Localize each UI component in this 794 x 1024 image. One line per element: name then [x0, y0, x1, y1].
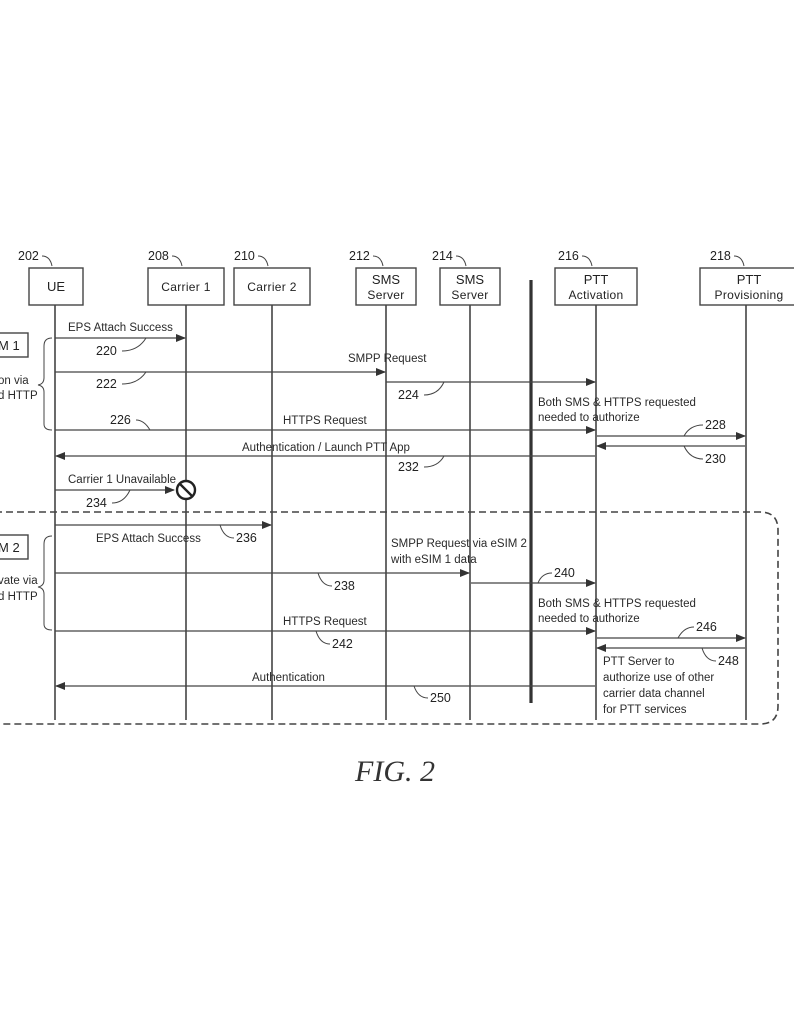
- ref-202-leader: [41, 255, 53, 267]
- ref-214-leader: [455, 255, 467, 267]
- msg-236-label: EPS Attach Success: [96, 533, 201, 545]
- section-2-label: M 2: [0, 540, 20, 555]
- section-1-brace: [37, 337, 53, 431]
- ref-222: 222: [96, 377, 117, 391]
- svg-text:Carrier 2: Carrier 2: [247, 280, 296, 294]
- ref-234-leader: [111, 489, 131, 504]
- msg-238-label-line1: SMPP Request via eSIM 2: [391, 538, 527, 550]
- ref-212: 212: [349, 249, 370, 263]
- svg-text:Activation: Activation: [568, 288, 623, 302]
- entity-carrier-1: Carrier 1: [147, 267, 225, 306]
- ref-224-leader: [423, 381, 445, 396]
- ref-224: 224: [398, 388, 419, 402]
- ref-240: 240: [554, 566, 575, 580]
- msg-250-label: Authentication: [252, 672, 325, 684]
- section-2-desc-line2: d HTTP: [0, 591, 38, 603]
- section-1-box: [0, 332, 29, 358]
- ref-214: 214: [432, 249, 453, 263]
- note-3-line2: authorize use of other: [603, 672, 714, 684]
- note-3-line3: carrier data channel: [603, 688, 705, 700]
- entity-sms-server-1: SMS Server: [355, 267, 417, 306]
- figure-title: FIG. 2: [354, 755, 435, 788]
- ref-226-leader: [135, 419, 151, 431]
- ref-208: 208: [148, 249, 169, 263]
- ref-220: 220: [96, 344, 117, 358]
- section-1-desc-line1: on via: [0, 375, 29, 387]
- ref-212-leader: [372, 255, 384, 267]
- msg-220-label: EPS Attach Success: [68, 322, 173, 334]
- ref-234: 234: [86, 496, 107, 510]
- section-2-box: [0, 534, 29, 560]
- ref-210-leader: [257, 255, 269, 267]
- section-2-desc-line1: vate via: [0, 575, 38, 587]
- entity-ptt-provisioning: PTT Provisioning: [699, 267, 794, 306]
- scenario-2-frame: [0, 511, 779, 725]
- entity-ue: UE: [28, 267, 84, 306]
- ref-226: 226: [110, 413, 131, 427]
- svg-text:UE: UE: [47, 279, 65, 294]
- ref-220-leader: [121, 337, 147, 352]
- entity-sms-server-2: SMS Server: [439, 267, 501, 306]
- ref-228-leader: [683, 424, 704, 437]
- msg-238-label-line2: with eSIM 1 data: [390, 554, 477, 566]
- ref-208-leader: [171, 255, 183, 267]
- ref-240-leader: [537, 572, 553, 584]
- ref-218-leader: [733, 255, 745, 267]
- ref-228: 228: [705, 418, 726, 432]
- ref-218: 218: [710, 249, 731, 263]
- svg-text:Server: Server: [367, 288, 404, 302]
- ref-222-leader: [121, 371, 147, 385]
- section-1-desc-line2: d HTTP: [0, 390, 38, 402]
- ref-250: 250: [430, 691, 451, 705]
- prohibited-icon: [175, 479, 197, 501]
- entity-ptt-activation: PTT Activation: [554, 267, 638, 306]
- msg-234-label: Carrier 1 Unavailable: [68, 474, 176, 486]
- note-1-line2: needed to authorize: [538, 412, 640, 424]
- ref-246-leader: [677, 626, 695, 639]
- ref-236: 236: [236, 531, 257, 545]
- msg-242-label: HTTPS Request: [283, 616, 368, 628]
- note-1-line1: Both SMS & HTTPS requested: [538, 397, 696, 409]
- ref-250-leader: [413, 685, 429, 699]
- ref-210: 210: [234, 249, 255, 263]
- msg-222-label: SMPP Request: [348, 353, 427, 365]
- svg-text:PTT: PTT: [737, 272, 762, 287]
- svg-text:Server: Server: [451, 288, 488, 302]
- svg-text:Carrier 1: Carrier 1: [161, 280, 210, 294]
- ref-248-leader: [701, 647, 717, 662]
- ref-242-leader: [315, 630, 331, 645]
- note-3-line4: for PTT services: [603, 704, 687, 716]
- svg-text:SMS: SMS: [372, 272, 401, 287]
- msg-226-label: HTTPS Request: [283, 415, 368, 427]
- note-2-line1: Both SMS & HTTPS requested: [538, 598, 696, 610]
- ref-230: 230: [705, 452, 726, 466]
- ref-230-leader: [683, 445, 704, 460]
- ref-248: 248: [718, 654, 739, 668]
- section-1-label: M 1: [0, 338, 20, 353]
- svg-text:PTT: PTT: [584, 272, 609, 287]
- note-3-line1: PTT Server to: [603, 656, 674, 668]
- ref-216: 216: [558, 249, 579, 263]
- ref-246: 246: [696, 620, 717, 634]
- entity-carrier-2: Carrier 2: [233, 267, 311, 306]
- svg-text:Provisioning: Provisioning: [715, 288, 784, 302]
- ref-232-leader: [423, 455, 445, 468]
- ref-242: 242: [332, 637, 353, 651]
- note-2-line2: needed to authorize: [538, 613, 640, 625]
- ref-216-leader: [581, 255, 593, 267]
- ref-238-leader: [317, 572, 333, 587]
- ref-202: 202: [18, 249, 39, 263]
- svg-text:SMS: SMS: [456, 272, 485, 287]
- msg-232-label: Authentication / Launch PTT App: [242, 442, 410, 454]
- ref-232: 232: [398, 460, 419, 474]
- section-2-brace: [37, 535, 53, 631]
- ref-238: 238: [334, 579, 355, 593]
- ref-236-leader: [219, 524, 235, 539]
